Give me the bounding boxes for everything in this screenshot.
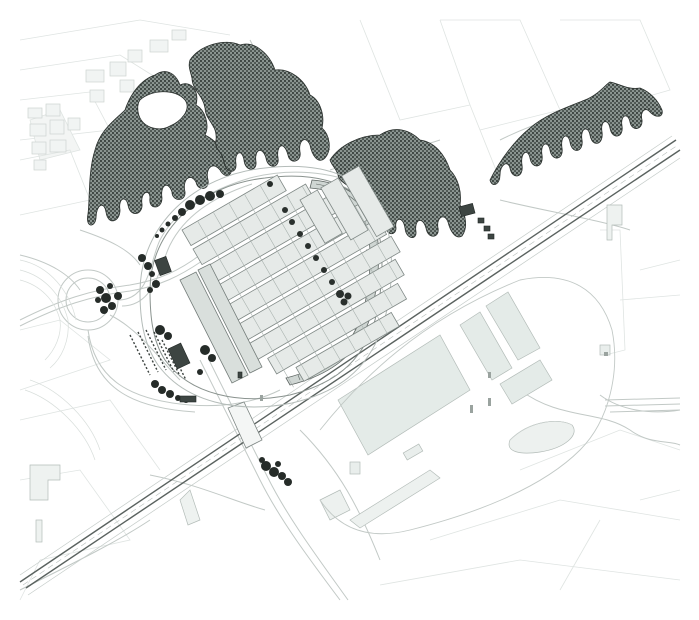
greenhouse-ne-block <box>299 165 395 244</box>
industrial-boundary <box>319 277 616 535</box>
highway <box>19 135 681 596</box>
trees-south-highway <box>259 457 292 486</box>
trees-roundabout <box>95 283 122 314</box>
trees-north-entrance <box>155 181 273 238</box>
tree-row-inner <box>282 207 352 306</box>
trees-west-gate <box>138 254 160 293</box>
service-buildings <box>154 202 495 403</box>
overpass <box>227 401 263 449</box>
forest-west-clearing <box>137 91 188 130</box>
forest-east <box>489 81 663 185</box>
terrain-contours <box>19 259 101 461</box>
industrial-zone <box>29 204 623 543</box>
industrial-hall-4 <box>499 359 553 405</box>
industrial-hall-3 <box>485 291 541 361</box>
forest-west <box>87 71 232 226</box>
roads <box>19 39 681 601</box>
town-blocks <box>27 29 187 171</box>
industrial-main-hall <box>337 334 471 456</box>
industrial-pond <box>508 420 575 454</box>
industrial-hall-2 <box>459 311 513 381</box>
forest-north <box>188 41 330 172</box>
long-sheds <box>179 263 263 384</box>
spot-features <box>260 352 608 413</box>
